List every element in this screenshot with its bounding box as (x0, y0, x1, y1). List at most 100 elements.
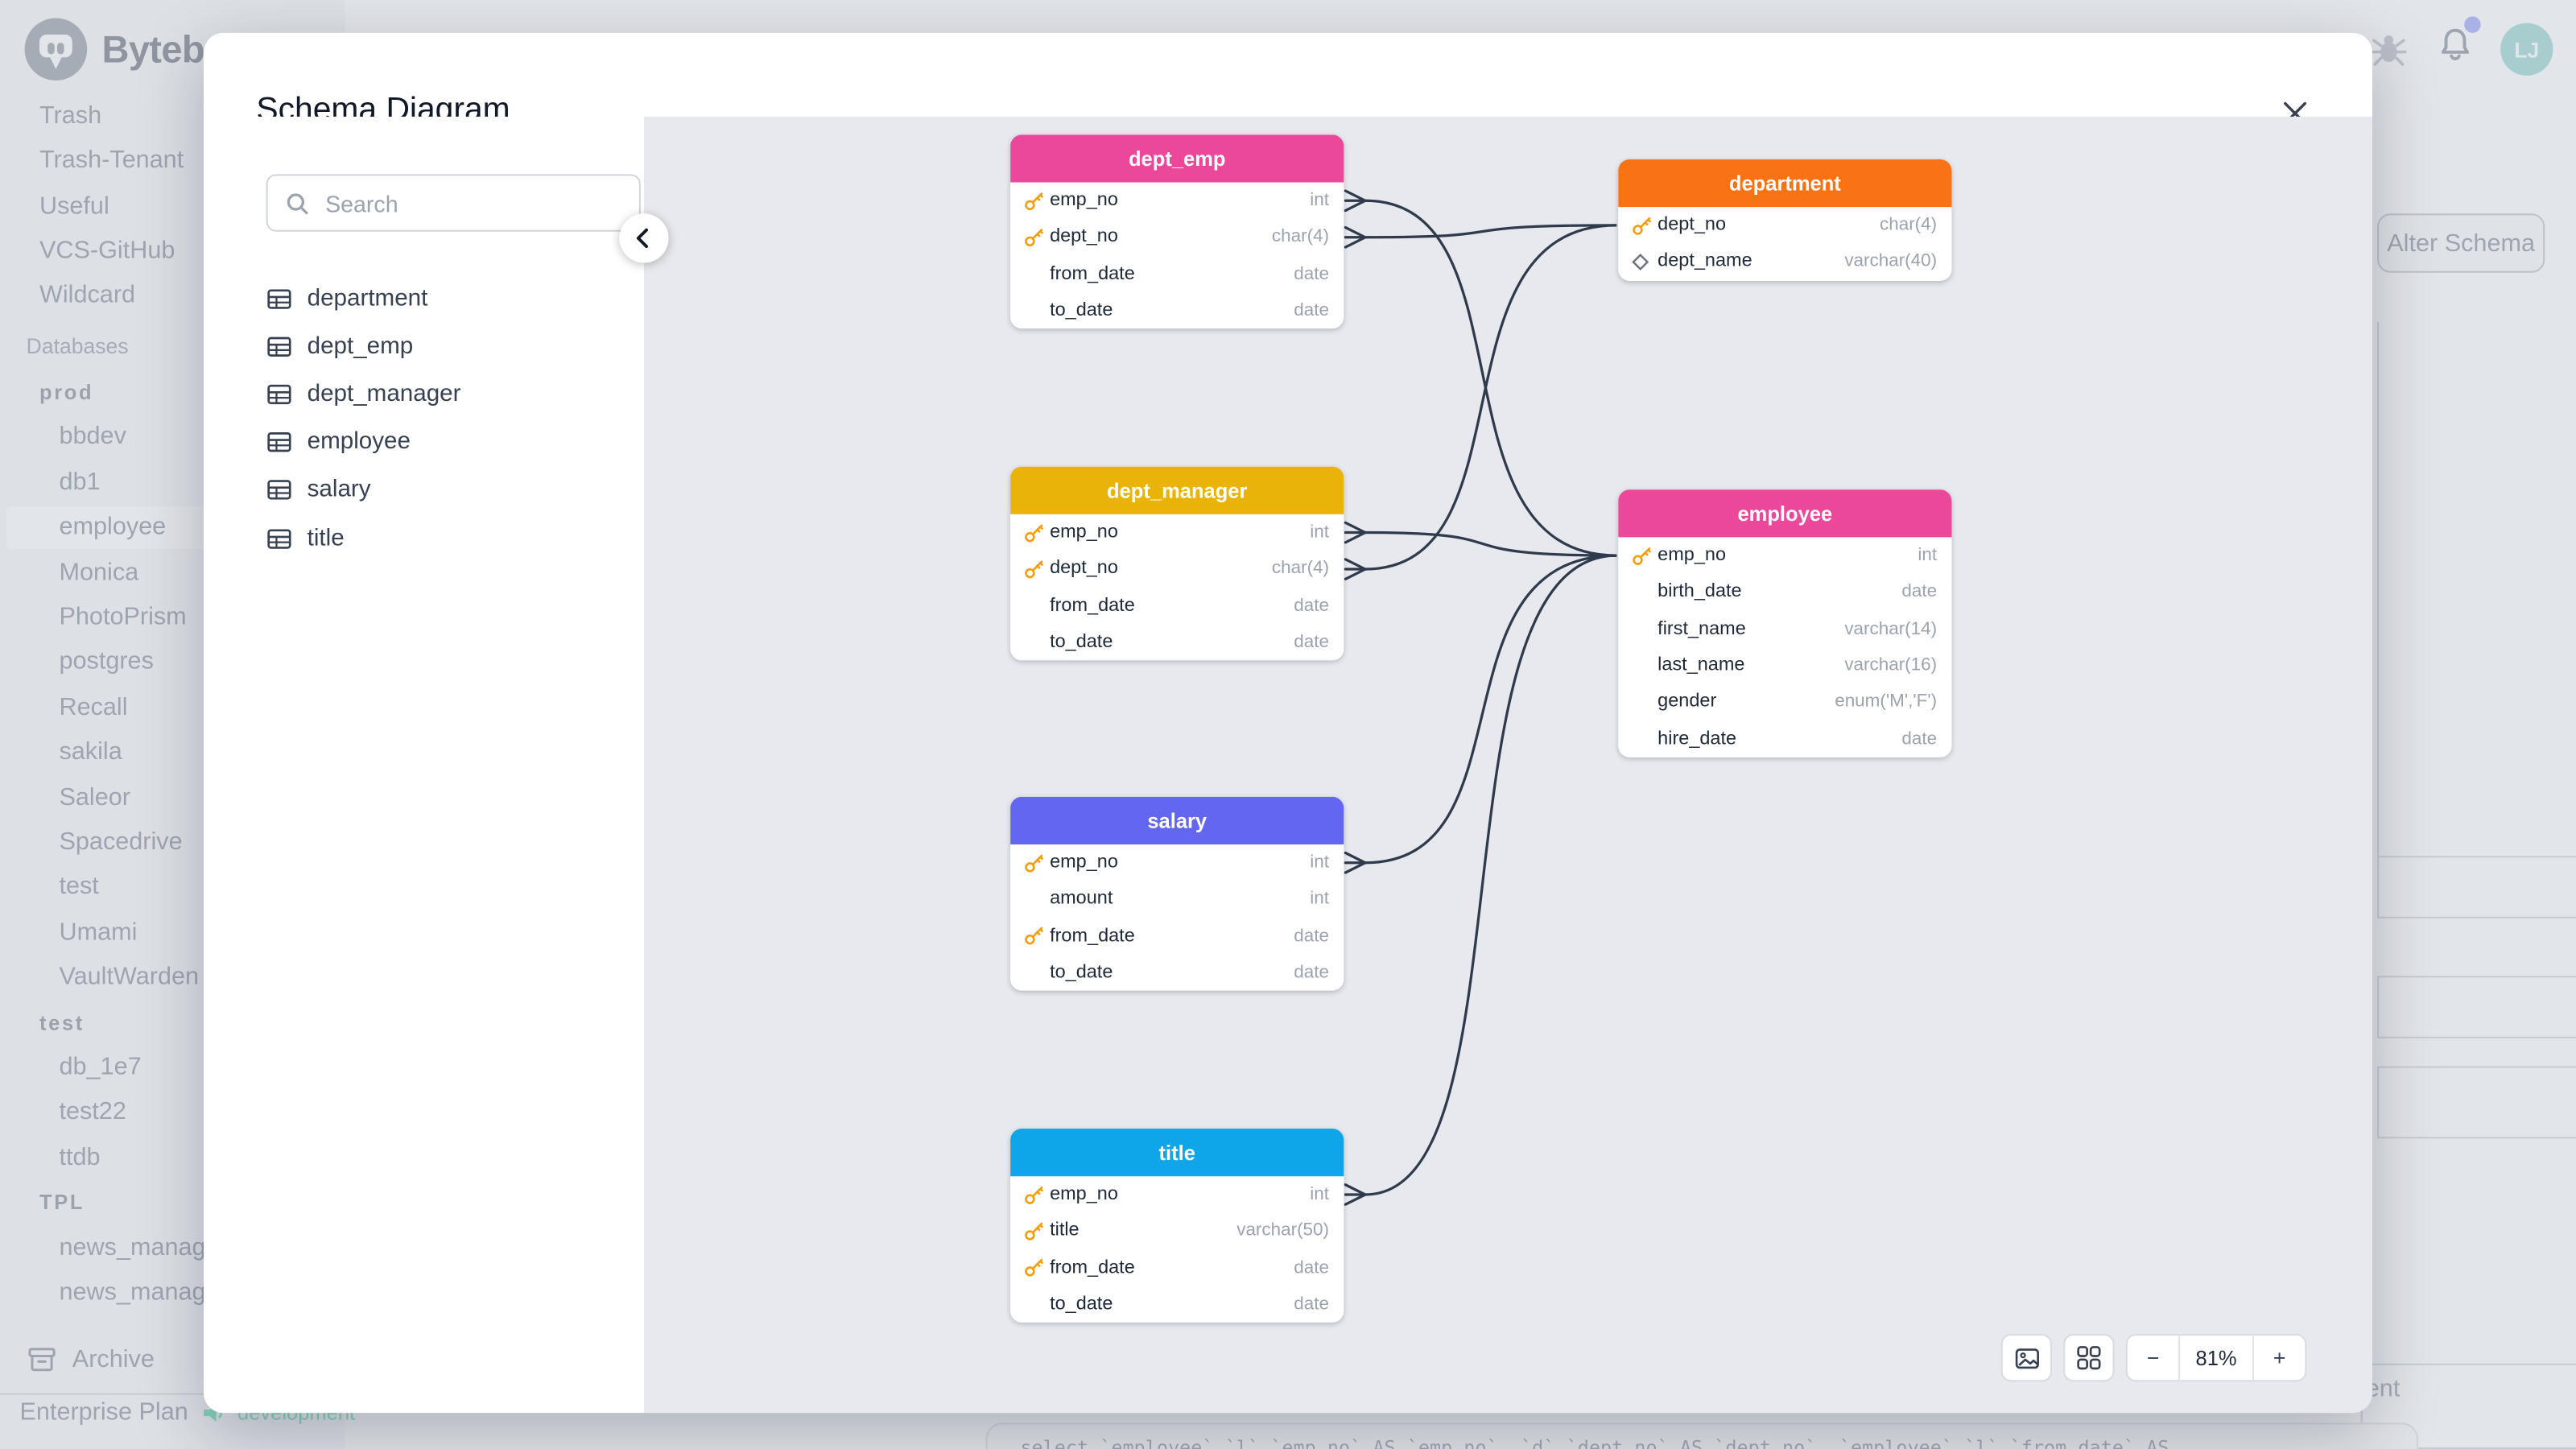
table-card-header: salary (1010, 796, 1344, 844)
crow-foot-marker (1344, 199, 1367, 213)
column-type: int (1310, 1184, 1330, 1205)
schema-diagram-modal: Schema Diagram departmentdept_empdept_ma… (204, 32, 2372, 1414)
column-name: to_date (1050, 962, 1113, 983)
column-type: date (1901, 729, 1938, 749)
primary-key-icon (1023, 1184, 1050, 1206)
column-name: dept_name (1657, 252, 1752, 272)
primary-key-icon (1632, 545, 1658, 567)
zoom-out-button[interactable]: − (2128, 1335, 2181, 1381)
column-name: amount (1050, 889, 1113, 910)
table-card-header: dept_manager (1010, 466, 1344, 514)
column-type: int (1918, 545, 1938, 566)
column-type: char(4) (1880, 215, 1938, 236)
primary-key-icon (1023, 190, 1050, 212)
column-name: to_date (1050, 300, 1113, 321)
column-name: last_name (1657, 655, 1745, 675)
zoom-in-button[interactable]: + (2273, 1345, 2286, 1371)
column-name: first_name (1657, 618, 1746, 639)
relation-salary-employee (1364, 554, 1617, 865)
crow-foot-marker (1344, 236, 1367, 249)
column-row-hire-date: hire_date date (1618, 720, 1951, 758)
column-type: int (1310, 889, 1330, 910)
search-icon (284, 190, 311, 217)
column-name: birth_date (1657, 582, 1742, 602)
column-name: title (1050, 1221, 1080, 1241)
column-name: gender (1657, 691, 1717, 712)
table-list-label: department (307, 285, 428, 312)
table-list-item-salary[interactable]: salary (266, 466, 371, 514)
collapse-sidebar-button[interactable] (619, 213, 669, 263)
primary-key-icon (1023, 925, 1050, 947)
column-type: int (1310, 191, 1330, 211)
chevron-left-icon (636, 228, 648, 249)
search-input[interactable] (322, 188, 639, 218)
column-type: date (1294, 926, 1330, 946)
export-image-button[interactable] (2000, 1334, 2052, 1382)
primary-key-icon (1023, 1220, 1050, 1242)
column-name: emp_no (1657, 545, 1727, 566)
crow-foot-marker (1344, 530, 1367, 544)
column-type: char(4) (1271, 559, 1330, 580)
column-type: date (1294, 596, 1330, 616)
table-list-label: dept_manager (307, 381, 461, 407)
primary-key-icon (1632, 215, 1658, 237)
column-name: from_date (1050, 926, 1135, 946)
column-type: date (1294, 264, 1330, 284)
relation-dept-manager-employee (1364, 530, 1617, 557)
column-type: varchar(40) (1844, 252, 1938, 272)
table-list-label: title (307, 525, 345, 551)
crow-foot-marker (1344, 1183, 1367, 1196)
column-name: emp_no (1050, 191, 1118, 211)
column-name: from_date (1050, 264, 1135, 284)
table-icon (266, 429, 293, 456)
table-list-item-dept-emp[interactable]: dept_emp (266, 322, 414, 369)
table-list-item-dept-manager[interactable]: dept_manager (266, 370, 461, 418)
table-list-panel: department dept_emp dept_manager employee sa… (204, 116, 644, 1414)
table-list-label: employee (307, 428, 411, 456)
column-row-from-date: from_date date (1010, 256, 1344, 293)
canvas-controls: − 81% + (2000, 1334, 2307, 1382)
zoom-control: − 81% + (2125, 1334, 2307, 1382)
column-row-title: title varchar(50) (1010, 1213, 1344, 1250)
table-icon (266, 381, 293, 407)
table-card-header: department (1618, 159, 1952, 208)
table-list-item-title[interactable]: title (266, 514, 345, 562)
column-type: varchar(16) (1844, 655, 1938, 675)
column-row-dept-no: dept_no char(4) (1010, 551, 1344, 588)
column-name: dept_no (1050, 559, 1118, 580)
column-name: emp_no (1050, 852, 1118, 873)
relation-dept-manager-department (1364, 224, 1617, 571)
column-name: to_date (1050, 632, 1113, 653)
column-name: dept_no (1050, 227, 1118, 248)
column-row-emp-no: emp_no int (1010, 183, 1344, 220)
layout-grid-icon (2077, 1346, 2101, 1370)
table-list-item-employee[interactable]: employee (266, 419, 411, 466)
column-type: enum('M','F') (1835, 691, 1938, 712)
search-box (266, 174, 641, 232)
auto-layout-button[interactable] (2063, 1334, 2115, 1382)
column-name: hire_date (1657, 729, 1737, 749)
relationship-lines (1344, 189, 1617, 1206)
table-list-label: dept_emp (307, 332, 414, 360)
crow-foot-marker (1344, 1193, 1367, 1206)
column-type: varchar(50) (1236, 1221, 1330, 1241)
table-list-item-department[interactable]: department (266, 275, 428, 322)
column-row-gender: gender enum('M','F') (1618, 683, 1951, 720)
column-name: from_date (1050, 596, 1135, 616)
zoom-level: 81% (2180, 1335, 2254, 1381)
crow-foot-marker (1344, 851, 1367, 865)
